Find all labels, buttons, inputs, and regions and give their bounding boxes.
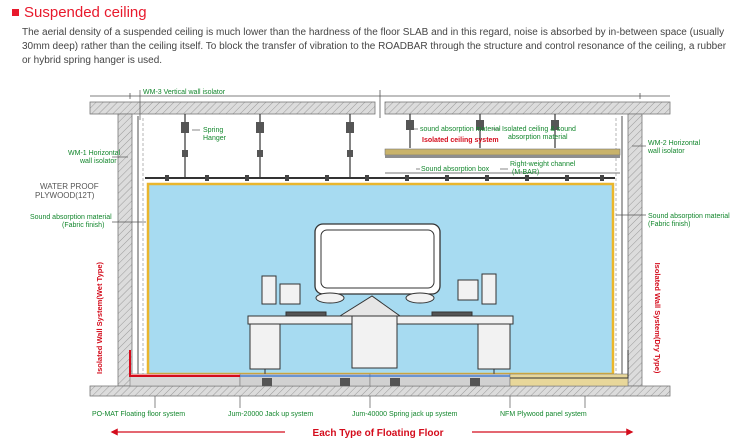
floating-floor-systems [129,350,629,387]
label-sound-abs-mat: sound absorption material [420,126,501,133]
label-wm1-2: wall isolator [79,158,117,165]
isolated-ceiling-system [384,148,621,174]
label-wm2-1: WM-2 Horizontal [648,140,701,147]
diagram-labels: WM-3 Vertical wall isolator Spring Hange… [30,89,730,418]
spring-hangers [181,114,559,178]
label-floor-3: Jum-40000 Spring jack up system [352,411,458,418]
label-waterproof-1: WATER PROOF [40,182,99,191]
control-room-window [314,223,441,295]
label-wm1-1: WM-1 Horizontal [68,150,121,157]
ceiling-channel [145,175,615,181]
mixing-console-desk [247,273,514,376]
label-sound-abs-left-2: (Fabric finish) [62,222,104,229]
label-floor-2: Jum-20000 Jack up system [228,411,313,418]
label-sound-abs-box: Sound absorption box [421,166,490,173]
section-title-text: Suspended ceiling [24,4,147,21]
wall-structure [117,113,643,387]
label-isolated-ceiling: Isolated ceiling system [422,137,499,144]
label-isolated-sound-1: Isolated ceiling & sound [502,126,576,133]
label-light-channel-2: (M-BAR) [512,169,539,176]
ceiling-slab [89,90,671,118]
label-spring-hanger-2: Hanger [203,135,227,142]
label-spring-hanger-1: Spring [203,127,223,134]
title-bullet-icon [12,9,19,16]
section-description: The aerial density of a suspended ceilin… [22,27,727,66]
label-light-channel-1: Right-weight channel [510,161,576,168]
section-title: Suspended ceiling [12,4,147,21]
label-wm2-2: wall isolator [647,148,685,155]
label-floor-1: PO-MAT Floating floor system [92,411,185,418]
label-sound-abs-left-1: Sound absorption material [30,214,112,221]
label-sound-abs-right-1: Sound absorption material [648,213,730,220]
label-sound-abs-right-2: (Fabric finish) [648,221,690,228]
label-waterproof-2: PLYWOOD(12T) [35,191,95,200]
label-wall-dry: Isolated Wall System(Dry Type) [653,263,662,374]
label-floor-types: Each Type of Floating Floor [313,428,444,439]
leader-lines [112,90,646,408]
label-wm3: WM-3 Vertical wall isolator [143,89,226,96]
floor-types-arrow: Each Type of Floating Floor [110,428,634,439]
label-floor-4: NFM Plywood panel system [500,411,587,418]
floor-slab [89,385,671,397]
label-isolated-sound-2: absorption material [508,134,568,141]
label-wall-wet: Isolated Wall System(Wet Type) [95,262,104,374]
